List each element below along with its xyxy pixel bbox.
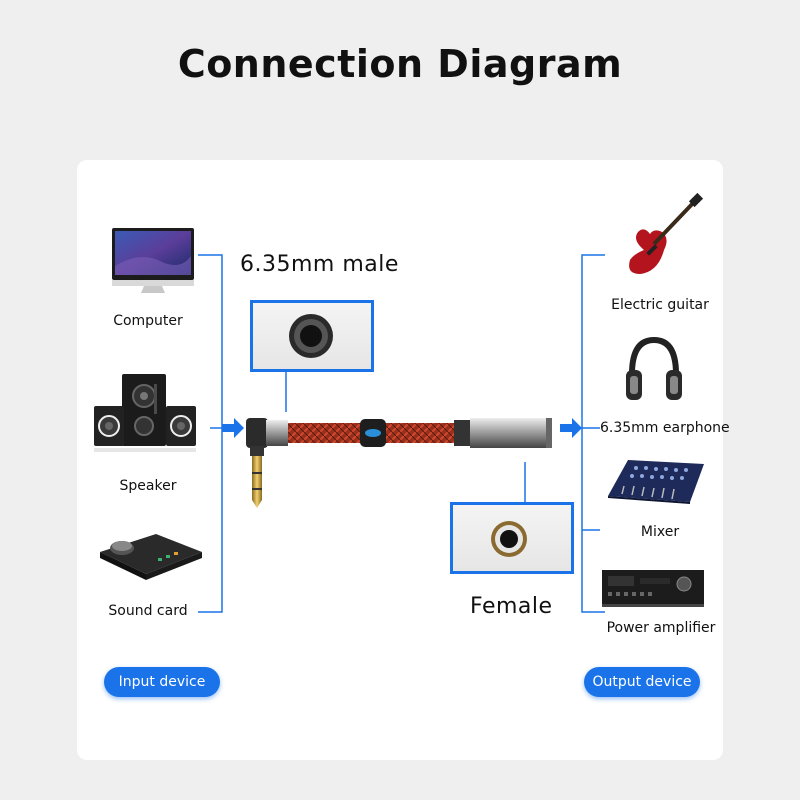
headphone-icon — [626, 336, 682, 400]
output-device-button[interactable]: Output device — [584, 667, 700, 697]
headphone-label: 6.35mm earphone — [600, 420, 730, 436]
power-amplifier-label: Power amplifier — [606, 620, 716, 636]
mixer-label: Mixer — [640, 524, 680, 540]
power-amplifier-icon — [602, 570, 704, 607]
electric-guitar-icon — [629, 192, 704, 274]
speaker-icon — [94, 374, 196, 452]
male-jack-closeup-icon — [289, 314, 333, 358]
male-connector-label: 6.35mm male — [240, 252, 399, 277]
input-device-button[interactable]: Input device — [104, 667, 220, 697]
page-title: Connection Diagram — [177, 42, 623, 86]
mixer-icon — [608, 460, 704, 504]
female-connector-label: Female — [470, 594, 553, 619]
female-jack-closeup-icon — [491, 521, 527, 557]
sound-card-label: Sound card — [108, 603, 188, 619]
male-zoom-box — [250, 300, 374, 372]
sound-card-icon — [100, 534, 202, 580]
electric-guitar-label: Electric guitar — [611, 297, 709, 313]
audio-cable — [246, 418, 552, 508]
computer-icon — [112, 228, 194, 293]
female-zoom-box — [450, 502, 574, 574]
computer-label: Computer — [113, 313, 183, 329]
speaker-label: Speaker — [119, 478, 177, 494]
